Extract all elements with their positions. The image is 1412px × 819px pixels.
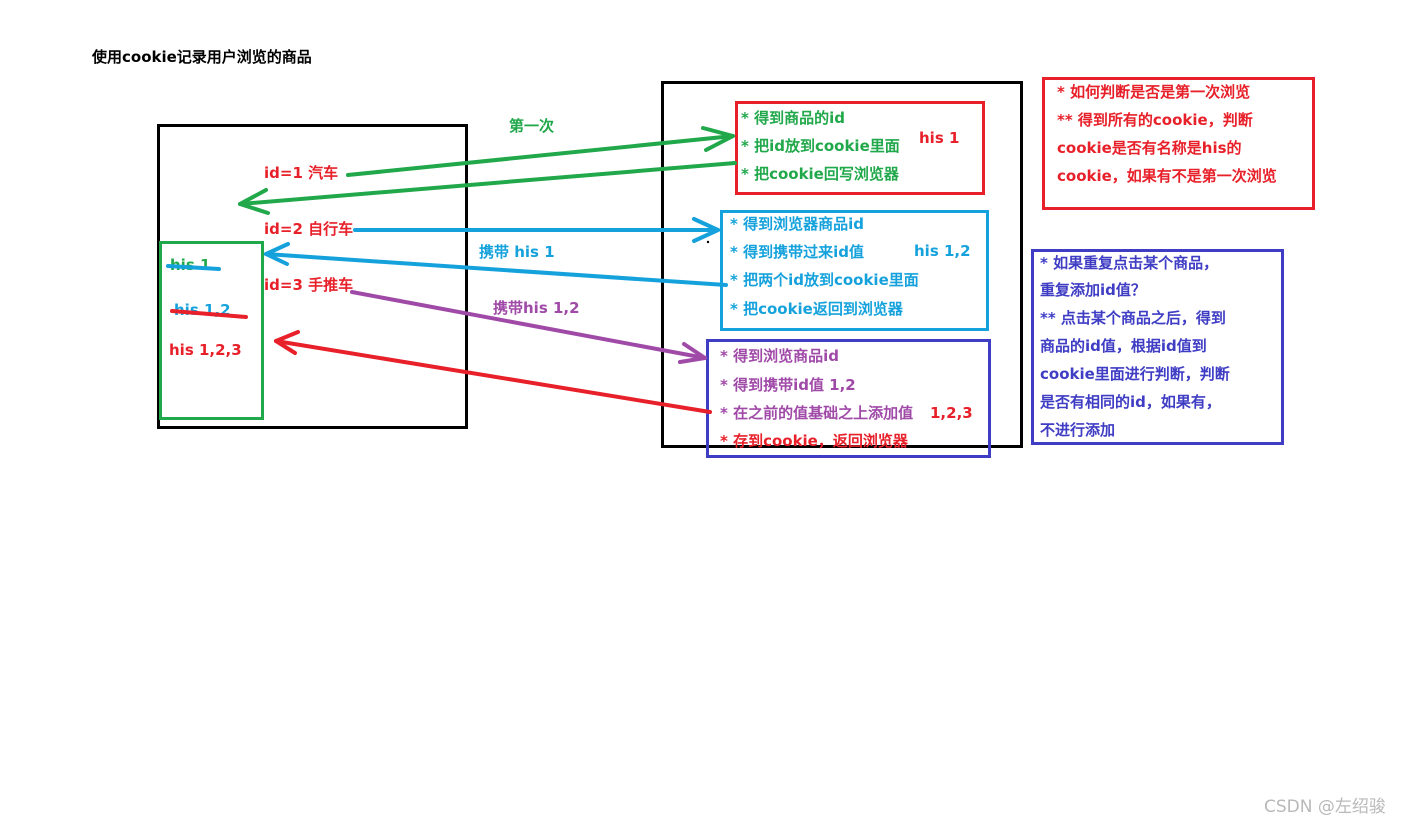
step3-line-3: * 在之前的值基础之上添加值 [720,404,914,422]
repeat-note-box [1031,249,1284,445]
watermark: CSDN @左绍骏 [1264,797,1386,817]
step3-line-2: * 得到携带id值 1,2 [720,376,856,394]
repeat-note-line-7: 不进行添加 [1040,421,1116,439]
step2-his: his 1,2 [914,242,971,260]
his-value-2: his 1,2 [174,301,231,319]
repeat-note-line-6: 是否有相同的id，如果有， [1040,393,1221,411]
arrow-label-carry-1: 携带 his 1 [479,243,555,261]
item-bicycle: id=2 自行车 [264,220,354,238]
step1-his: his 1 [919,129,960,147]
step2-line-3: * 把两个id放到cookie里面 [730,271,919,289]
repeat-note-line-1: * 如果重复点击某个商品， [1040,254,1219,272]
step2-line-1: * 得到浏览器商品id [730,215,864,233]
repeat-note-line-5: cookie里面进行判断，判断 [1040,365,1230,383]
arrow-label-first: 第一次 [509,117,555,135]
page-title: 使用cookie记录用户浏览的商品 [92,48,312,66]
step1-box [735,101,985,195]
repeat-note-line-2: 重复添加id值？ [1040,281,1146,299]
first-visit-note-line-4: cookie，如果有不是第一次浏览 [1057,167,1277,185]
step1-line-1: * 得到商品的id [741,109,845,127]
step1-line-2: * 把id放到cookie里面 [741,137,900,155]
first-visit-note-line-3: cookie是否有名称是his的 [1057,139,1242,157]
his-value-1: his 1 [170,256,211,274]
step3-line-4: * 存到cookie，返回浏览器 [720,432,908,450]
step3-his: 1,2,3 [930,404,973,422]
first-visit-note-line-2: ** 得到所有的cookie，判断 [1057,111,1253,129]
step1-line-3: * 把cookie回写浏览器 [741,165,899,183]
arrow-label-carry-2: 携带his 1,2 [493,299,580,317]
item-cart: id=3 手推车 [264,276,354,294]
step2-line-2: * 得到携带过来id值 [730,243,864,261]
repeat-note-line-4: 商品的id值，根据id值到 [1040,337,1207,355]
his-value-3: his 1,2,3 [169,341,242,359]
first-visit-note-line-1: * 如何判断是否是第一次浏览 [1057,83,1251,101]
step3-line-1: * 得到浏览商品id [720,347,839,365]
item-car: id=1 汽车 [264,164,339,182]
first-visit-note-box [1042,77,1315,210]
cookie-box [159,241,264,420]
step2-line-4: * 把cookie返回到浏览器 [730,300,903,318]
repeat-note-line-3: ** 点击某个商品之后，得到 [1040,309,1226,327]
